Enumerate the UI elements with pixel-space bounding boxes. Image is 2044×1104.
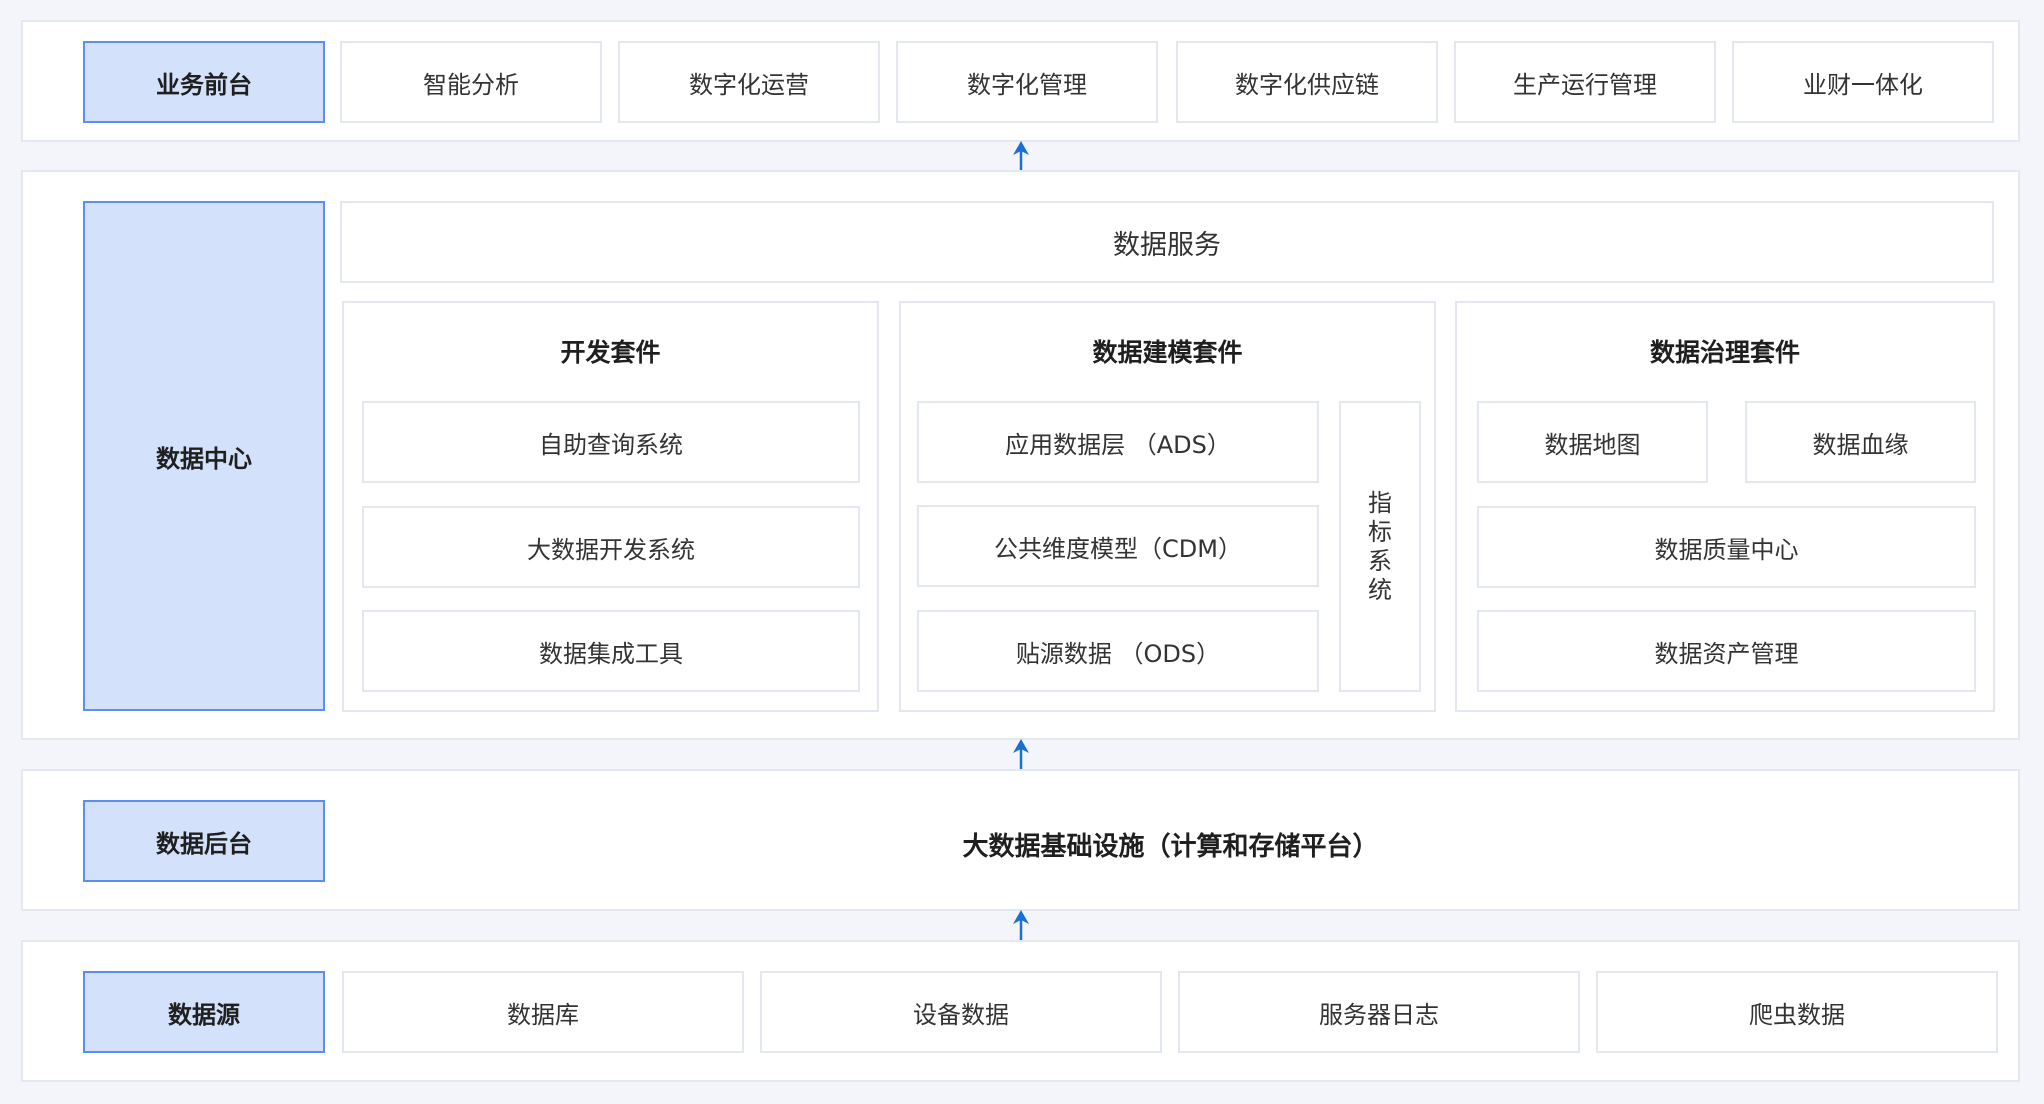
ads-layer-box: 应用数据层 （ADS） xyxy=(917,401,1319,483)
dev-suite-title: 开发套件 xyxy=(560,338,661,367)
data-lineage-box: 数据血缘 xyxy=(1745,401,1976,483)
front-item-digital-supply-chain: 数字化供应链 xyxy=(1176,41,1438,123)
source-database: 数据库 xyxy=(342,971,744,1053)
backend-layer-label: 数据后台 xyxy=(83,800,325,882)
data-service-bar: 数据服务 xyxy=(340,201,1994,283)
self-service-query-system: 自助查询系统 xyxy=(362,401,860,483)
metric-char-1: 指 xyxy=(1368,488,1392,517)
source-server-logs: 服务器日志 xyxy=(1178,971,1580,1053)
cdm-layer-box: 公共维度模型（CDM） xyxy=(917,505,1319,587)
front-layer-label: 业务前台 xyxy=(83,41,325,123)
backend-layer: 数据后台 大数据基础设施（计算和存储平台） xyxy=(21,769,2020,911)
source-crawler-data: 爬虫数据 xyxy=(1596,971,1998,1053)
data-asset-management-box: 数据资产管理 xyxy=(1477,610,1976,692)
metric-char-2: 标 xyxy=(1368,517,1392,546)
front-item-digital-management: 数字化管理 xyxy=(896,41,1158,123)
metric-char-4: 统 xyxy=(1368,575,1392,604)
center-layer-label: 数据中心 xyxy=(83,201,325,711)
up-arrow-2 xyxy=(1013,739,1029,773)
modeling-suite-title: 数据建模套件 xyxy=(1092,338,1243,367)
data-quality-center-box: 数据质量中心 xyxy=(1477,506,1976,588)
front-layer: 业务前台 智能分析 数字化运营 数字化管理 数字化供应链 生产运行管理 业财一体… xyxy=(21,20,2020,142)
up-arrow-3 xyxy=(1013,910,1029,944)
source-layer-label: 数据源 xyxy=(83,971,325,1053)
center-layer: 数据中心 数据服务 开发套件 自助查询系统 大数据开发系统 数据集成工具 数据建… xyxy=(21,170,2020,740)
dev-suite-panel: 开发套件 自助查询系统 大数据开发系统 数据集成工具 xyxy=(342,301,879,712)
modeling-suite-panel: 数据建模套件 应用数据层 （ADS） 公共维度模型（CDM） 贴源数据 （ODS… xyxy=(899,301,1436,712)
source-device-data: 设备数据 xyxy=(760,971,1162,1053)
source-layer: 数据源 数据库 设备数据 服务器日志 爬虫数据 xyxy=(21,940,2020,1082)
front-item-production-management: 生产运行管理 xyxy=(1454,41,1716,123)
data-map-box: 数据地图 xyxy=(1477,401,1708,483)
front-item-intelligent-analysis: 智能分析 xyxy=(340,41,602,123)
ods-layer-box: 贴源数据 （ODS） xyxy=(917,610,1319,692)
metric-system-box: 指 标 系 统 xyxy=(1339,401,1421,692)
metric-char-3: 系 xyxy=(1368,546,1392,575)
front-item-finance-integration: 业财一体化 xyxy=(1732,41,1994,123)
governance-suite-panel: 数据治理套件 数据地图 数据血缘 数据质量中心 数据资产管理 xyxy=(1455,301,1995,712)
big-data-dev-system: 大数据开发系统 xyxy=(362,506,860,588)
front-item-digital-operations: 数字化运营 xyxy=(618,41,880,123)
data-integration-tool: 数据集成工具 xyxy=(362,610,860,692)
governance-suite-title: 数据治理套件 xyxy=(1649,338,1800,367)
big-data-infrastructure-title: 大数据基础设施（计算和存储平台） xyxy=(962,832,1379,862)
